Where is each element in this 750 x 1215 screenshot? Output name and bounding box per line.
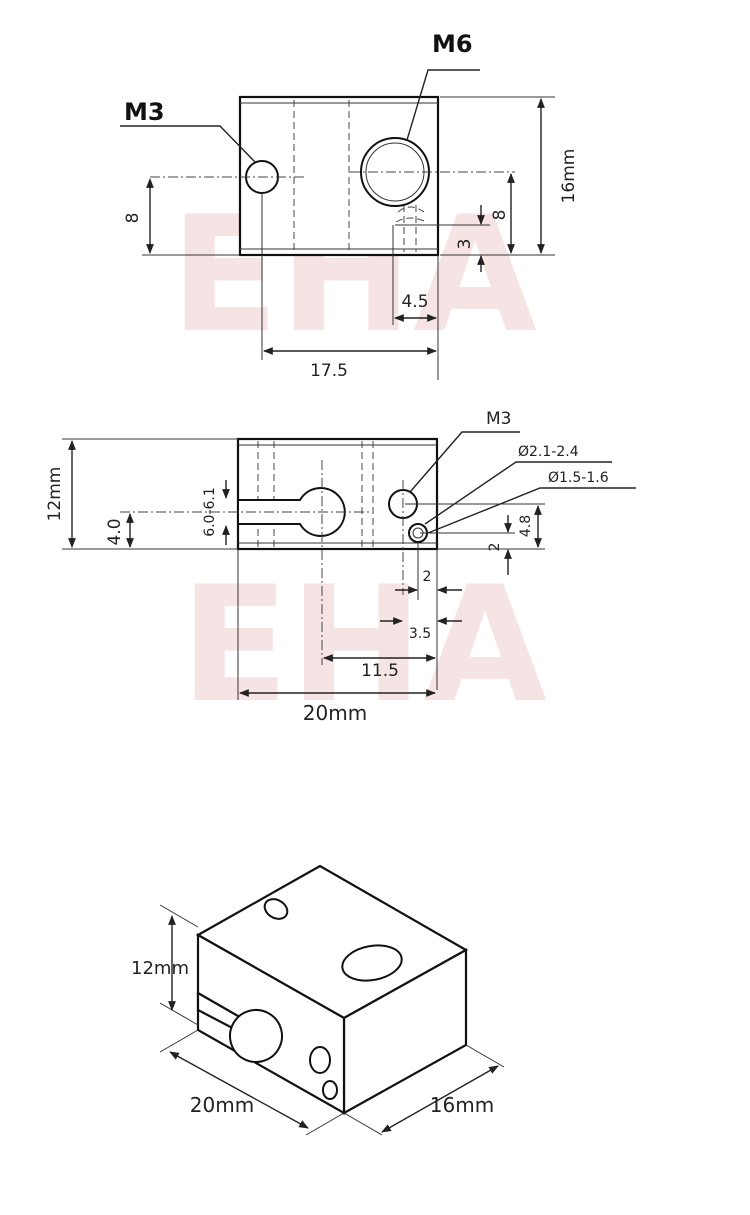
- front-dim-20mm: 20mm: [303, 701, 367, 725]
- top-dim-17-5: 17.5: [310, 361, 348, 381]
- front-dim-2-horiz: 2: [423, 569, 432, 585]
- iso-top-m3-hole: [263, 898, 289, 920]
- front-dim-slot: 6.0-6.1: [202, 487, 218, 537]
- top-dim-16mm: 16mm: [559, 149, 579, 204]
- m6-label: M6: [432, 30, 473, 58]
- front-dim-3-5: 3.5: [409, 626, 431, 642]
- front-dia-small: Ø1.5-1.6: [548, 470, 609, 486]
- iso-m3-hole: [309, 1046, 331, 1074]
- iso-view: 12mm 20mm 16mm: [131, 864, 505, 1136]
- m3-label: M3: [124, 98, 165, 126]
- front-dim-4-0: 4.0: [105, 518, 125, 545]
- front-dim-2-vert: 2: [487, 543, 503, 552]
- front-dim-11-5: 11.5: [361, 661, 399, 681]
- front-m3-label: M3: [486, 409, 511, 429]
- front-dim-12mm: 12mm: [45, 467, 65, 522]
- top-dim-3: 3: [455, 239, 475, 250]
- iso-dim-12mm: 12mm: [131, 958, 189, 979]
- top-dim-left-8: 8: [123, 213, 143, 224]
- top-dim-right-8: 8: [490, 210, 510, 221]
- iso-dim-16mm: 16mm: [430, 1093, 494, 1117]
- front-dia-large: Ø2.1-2.4: [518, 444, 579, 460]
- iso-dim-20mm: 20mm: [190, 1093, 254, 1117]
- front-view: M3 Ø2.1-2.4 Ø1.5-1.6 12mm 4.0 6.0-6.1 4.…: [45, 409, 636, 725]
- top-view: M6 M3 16mm 8 8 3 4.5 17.5: [120, 30, 579, 381]
- watermark-text-2: EHA: [180, 551, 547, 738]
- front-dim-4-8: 4.8: [518, 515, 534, 537]
- iso-small-hole: [322, 1080, 338, 1100]
- iso-top-m6-hole: [341, 944, 403, 982]
- top-dim-4-5: 4.5: [401, 292, 428, 312]
